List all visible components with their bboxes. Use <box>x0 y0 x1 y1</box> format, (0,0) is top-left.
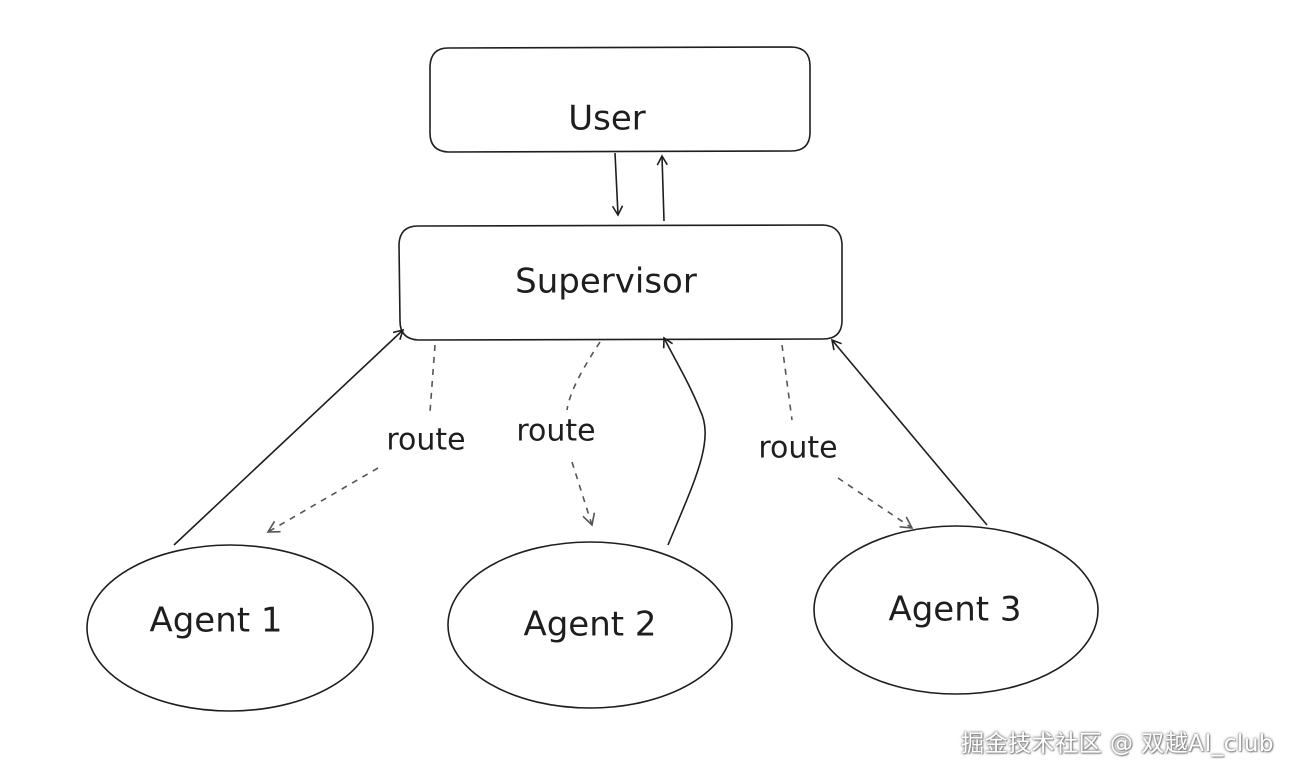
agent3-to-supervisor-arrow <box>830 338 988 526</box>
watermark: 掘金技术社区 @ 双越AI_club <box>961 731 1274 757</box>
agent3-ellipse <box>813 525 1099 695</box>
agent3-label: Agent 3 <box>888 590 1021 630</box>
route-to-agent1-arrow <box>268 344 436 532</box>
agent2-label: Agent 2 <box>523 605 656 645</box>
user-box <box>429 46 811 153</box>
agent1-to-supervisor-arrow <box>173 328 405 546</box>
route-label-agent1: route <box>386 423 465 458</box>
user-to-supervisor-arrow <box>611 152 624 217</box>
route-label-agent2: route <box>516 414 595 449</box>
agent2-ellipse <box>447 541 733 709</box>
supervisor-label: Supervisor <box>515 262 697 302</box>
agent3-node: Agent 3 <box>813 525 1099 695</box>
supervisor-node: Supervisor <box>398 224 843 341</box>
agent1-label: Agent 1 <box>149 601 282 641</box>
agent2-to-supervisor-arrow <box>662 336 706 546</box>
agent1-ellipse <box>86 544 374 712</box>
agent1-node: Agent 1 <box>86 544 374 712</box>
supervisor-to-user-arrow <box>656 154 668 222</box>
route-label-agent3: route <box>758 431 837 466</box>
user-label: User <box>568 99 646 139</box>
route-to-agent2-arrow <box>566 341 600 525</box>
agent2-node: Agent 2 <box>447 541 733 709</box>
route-to-agent3-arrow <box>781 344 912 528</box>
supervisor-box <box>398 224 843 341</box>
user-node: User <box>429 46 811 153</box>
